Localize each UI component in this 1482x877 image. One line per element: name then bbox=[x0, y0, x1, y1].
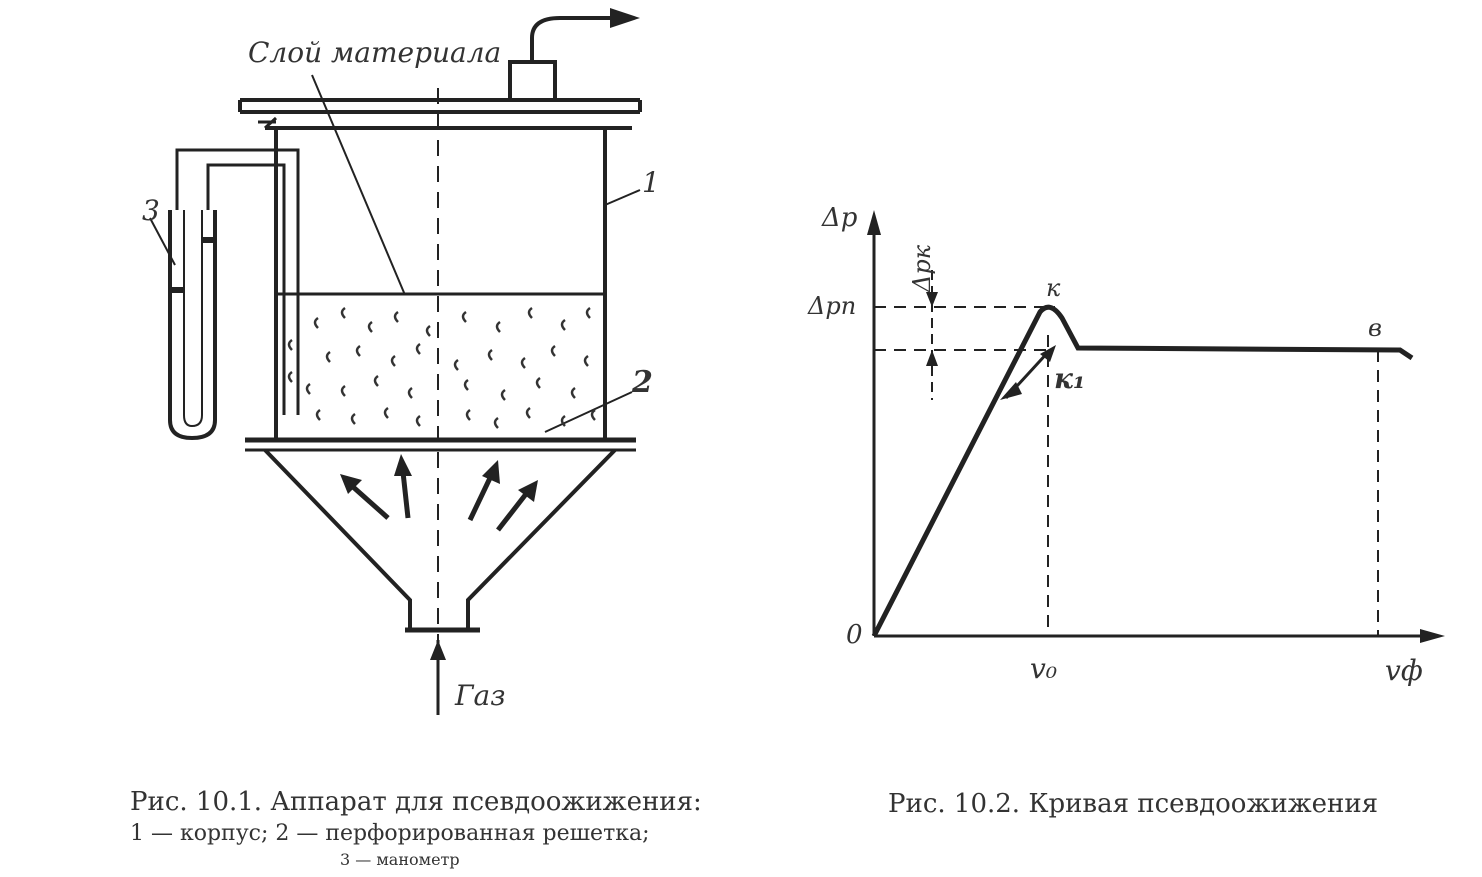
material-layer-label: Слой материала bbox=[248, 36, 501, 69]
body-number-label: 1 bbox=[642, 166, 660, 199]
figure1-caption-line2: 1 — корпус; 2 — перфорированная решетка; bbox=[130, 821, 650, 846]
fluidization-curve bbox=[871, 304, 1414, 638]
dp-k-label: Δpк bbox=[908, 244, 936, 293]
outlet-arrow bbox=[610, 8, 640, 28]
bed-particles bbox=[287, 306, 596, 429]
apparatus-diagram bbox=[149, 8, 642, 715]
manometer bbox=[168, 116, 300, 441]
figure2-caption: Рис. 10.2. Кривая псевдоожижения bbox=[888, 788, 1448, 820]
y-axis-label: Δp bbox=[821, 203, 858, 233]
figure1-caption: Рис. 10.1. Аппарат для псевдоожижения: 1… bbox=[130, 786, 770, 870]
material-leader bbox=[311, 74, 406, 296]
x-axis-label: vф bbox=[1385, 654, 1423, 687]
point-v-label: в bbox=[1368, 314, 1382, 342]
manometer-number-label: 3 bbox=[142, 194, 160, 227]
outlet-pipe bbox=[508, 60, 557, 100]
outlet-bend bbox=[530, 16, 610, 62]
gas-inlet-arrow bbox=[430, 640, 446, 660]
fluidization-curve-diagram bbox=[867, 210, 1445, 643]
y-axis-arrow bbox=[867, 210, 881, 235]
dp-n-label: Δpп bbox=[807, 292, 856, 320]
figure1-caption-line3: 3 — манометр bbox=[340, 850, 460, 869]
body-leader bbox=[604, 189, 641, 206]
flow-arrows bbox=[340, 454, 538, 532]
point-k-label: к bbox=[1046, 274, 1061, 302]
cone-left bbox=[263, 448, 412, 630]
origin-label: 0 bbox=[846, 620, 863, 650]
x-axis-arrow bbox=[1420, 629, 1445, 643]
manometer-leader bbox=[149, 217, 176, 266]
figure2-caption-line1: Рис. 10.2. Кривая псевдоожижения bbox=[888, 789, 1379, 819]
grid-leader bbox=[544, 391, 633, 433]
grid-number-label: 2 bbox=[631, 365, 653, 400]
figure1-caption-line1: Рис. 10.1. Аппарат для псевдоожижения: bbox=[130, 787, 702, 817]
gas-label: Газ bbox=[454, 679, 506, 712]
x-tick-v0-label: v₀ bbox=[1030, 652, 1057, 685]
point-k1-label: к₁ bbox=[1054, 362, 1085, 395]
cone-right bbox=[466, 448, 617, 630]
